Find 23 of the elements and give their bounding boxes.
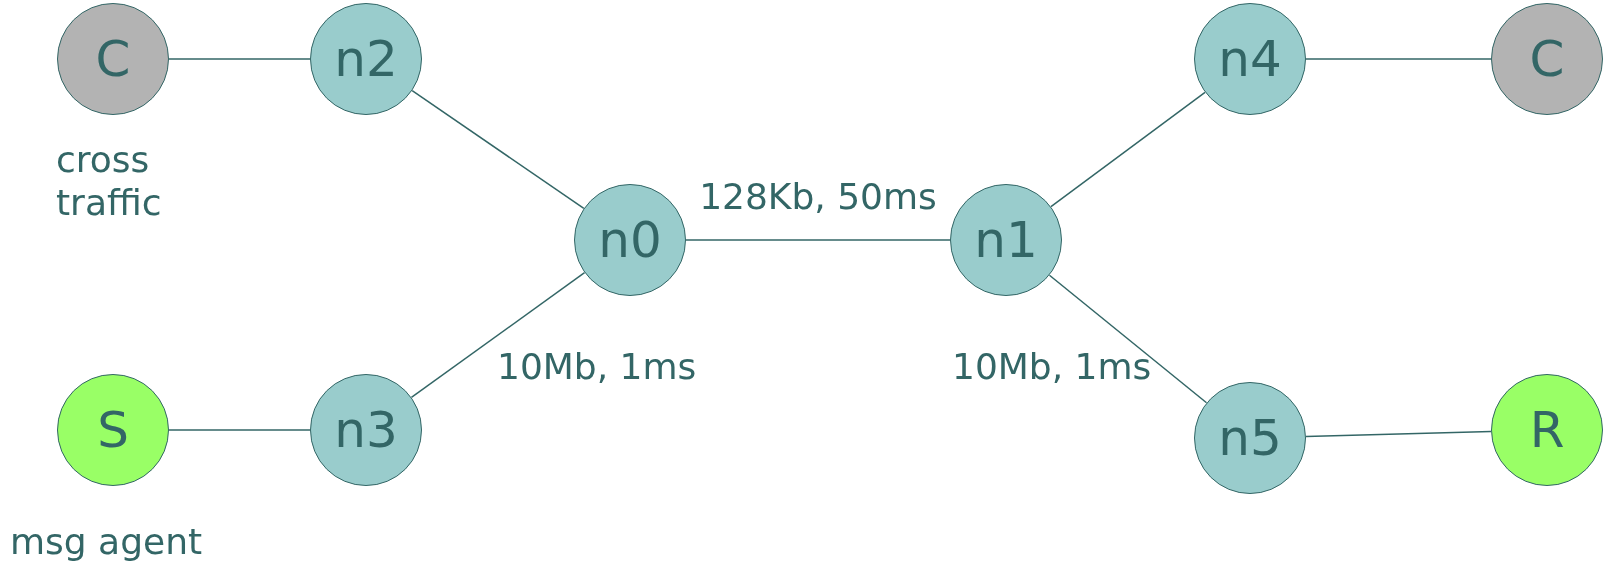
node-caption: cross traffic xyxy=(56,138,163,225)
node-label: C xyxy=(95,34,131,84)
node-label: C xyxy=(1529,34,1565,84)
link-line xyxy=(1305,58,1492,60)
link-line xyxy=(411,89,585,210)
link-line xyxy=(685,239,951,241)
link-line xyxy=(168,429,311,431)
node-label: n0 xyxy=(598,215,662,265)
link-spec-label: 10Mb, 1ms xyxy=(952,345,1152,389)
link-line xyxy=(1050,91,1206,208)
node-label: n1 xyxy=(974,215,1038,265)
link-line xyxy=(1048,274,1208,404)
link-spec-label: 10Mb, 1ms xyxy=(497,345,697,389)
link-line xyxy=(410,271,586,399)
node-label: R xyxy=(1529,405,1565,455)
node-label: S xyxy=(97,405,129,455)
node-label: n5 xyxy=(1218,413,1282,463)
node-caption: msg agent xyxy=(10,520,204,564)
node-label: n2 xyxy=(334,34,398,84)
node-label: n4 xyxy=(1218,34,1282,84)
link-line xyxy=(1305,430,1492,438)
link-line xyxy=(168,58,311,60)
node-label: n3 xyxy=(334,405,398,455)
